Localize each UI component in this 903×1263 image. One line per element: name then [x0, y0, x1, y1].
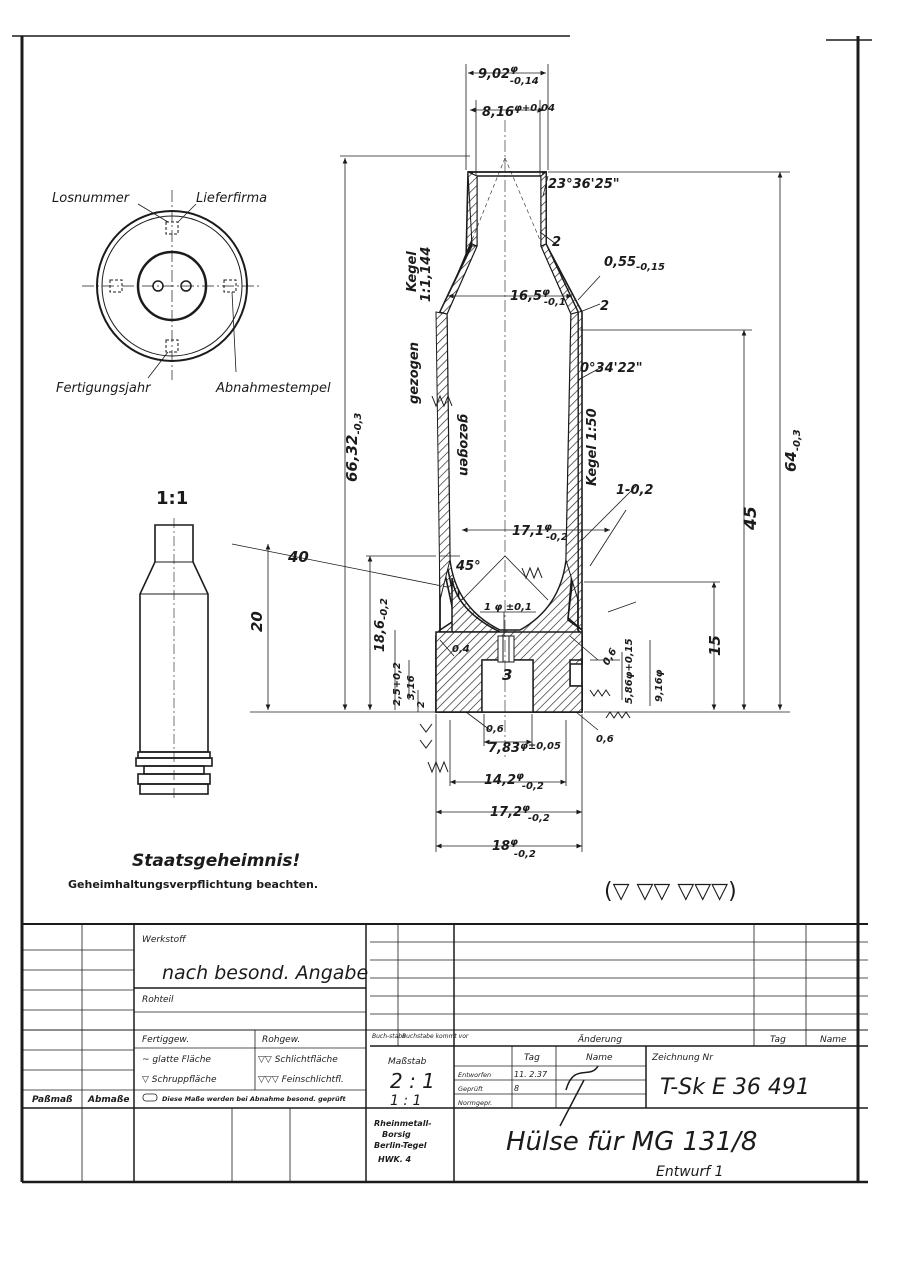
dim-phi-1: 1 φ ±0,1 [484, 602, 532, 613]
dim-2-5: 2,5+0,2 [392, 662, 403, 706]
dim-2: 2 [416, 701, 427, 708]
dim-angle-45: 45° [455, 559, 481, 574]
dim-0-6-b: 0,6 [596, 734, 614, 745]
dim-40: 40 [287, 548, 309, 566]
tag-column-label: Tag [524, 1053, 540, 1063]
entwurf-label: Entwurf 1 [656, 1164, 724, 1180]
dim-18: 18φ-0,2 [492, 837, 536, 860]
side-view-scale: 1:1 [156, 488, 188, 509]
dim-1-02: 1-0,2 [616, 483, 653, 498]
dim-20: 20 [248, 611, 266, 632]
buchstabe-kommt-label: Buchstabe kommt vor [402, 1033, 469, 1040]
dim-r2-top: 2 [552, 235, 561, 250]
signature [559, 1065, 599, 1127]
name-header: Name [820, 1035, 847, 1045]
drawing-frame [12, 35, 872, 1184]
geprueft-tag-value: 8 [514, 1084, 519, 1093]
drawing-title: Hülse für MG 131/8 [506, 1127, 757, 1157]
company-line-3: Berlin-Tegel [374, 1141, 427, 1150]
dim-0-6-c: 0,6 [601, 647, 619, 668]
label-gezogen-inner: gezogen [456, 414, 471, 476]
aenderung-label: Änderung [577, 1034, 622, 1045]
secrecy-subtitle: Geheimhaltungsverpflichtung beachten. [68, 878, 318, 891]
massstab-2-1: 2 : 1 [390, 1069, 435, 1093]
zeichnung-label: Zeichnung Nr [651, 1053, 714, 1063]
zeichnung-number: T-Sk E 36 491 [660, 1075, 810, 1100]
fertiggew-label: Fertiggew. [142, 1035, 189, 1045]
title-block-grid [22, 923, 868, 1182]
company-line-4: HWK. 4 [378, 1155, 412, 1164]
dim-5-86: 5,86φ+0,15 [624, 638, 635, 704]
dim-45: 45 [741, 506, 761, 531]
dim-66-32: 66,32-0,3 [343, 413, 364, 482]
dim-17-1: 17,1φ-0,2 [512, 522, 568, 543]
dim-r2-shoulder: 2 [600, 299, 609, 314]
dim-17-2: 17,2φ-0,2 [490, 803, 550, 824]
label-gezogen-left: gezogen [407, 342, 422, 404]
buchstabe-label: Buch-stabe [372, 1033, 406, 1040]
schruppflaeche: ▽ Schruppfläche [142, 1075, 217, 1085]
massstab-label: Maßstab [388, 1057, 427, 1067]
dim-9-16: 9,16φ [654, 669, 665, 702]
passmass-label: Paßmaß [32, 1095, 73, 1105]
rohteil-label: Rohteil [142, 995, 174, 1005]
glatte-flaeche: ~ glatte Fläche [142, 1055, 211, 1065]
tag-header: Tag [770, 1035, 786, 1045]
fertigungsjahr-label: Fertigungsjahr [56, 381, 152, 396]
cartridge-section [419, 120, 631, 774]
dim-3-16: 3,16 [406, 675, 417, 700]
losnummer-label: Losnummer [52, 191, 131, 206]
surface-symbols: (▽ ▽▽ ▽▽▽) [604, 879, 737, 904]
dim-0-4: 0,4 [452, 644, 470, 655]
company-line-2: Borsig [382, 1130, 411, 1139]
dim-15: 15 [706, 635, 724, 656]
dim-angle-body: 0°34'22" [580, 361, 642, 376]
top-dimension-lines [435, 64, 790, 852]
entworfen-label: Entworfen [458, 1071, 491, 1079]
feinschlichtflaeche: ▽▽▽ Feinschlichtfl. [258, 1075, 344, 1085]
werkstoff-value: nach besond. Angabe [162, 962, 368, 984]
schlichtflaeche: ▽▽ Schlichtfläche [258, 1055, 338, 1065]
massstab-1-1: 1 : 1 [390, 1093, 421, 1109]
abnahmestempel-label: Abnahmestempel [215, 381, 331, 396]
dim-18-6: 18,6-0,2 [373, 598, 390, 652]
lieferfirma-label: Lieferfirma [196, 191, 267, 206]
dim-64: 64-0,3 [782, 429, 803, 472]
dim-0-6-a: 0,6 [486, 724, 504, 735]
normgepr-label: Normgepr. [458, 1099, 492, 1107]
rohgew-label: Rohgew. [262, 1035, 300, 1045]
side-view [135, 518, 213, 800]
dim-3: 3 [502, 666, 512, 684]
dim-14-2: 14,2φ-0,2 [484, 771, 544, 792]
dim-angle-top: 23°36'25" [548, 177, 620, 192]
label-kegel-top: Kegel [405, 251, 420, 292]
dim-9-02: 9,02φ-0,14 [478, 64, 539, 87]
dim-7-83: 7,83φ±0,05 [488, 741, 561, 756]
label-kegel-body: Kegel 1:50 [585, 408, 600, 486]
label-kegel-top-ratio: 1:1,144 [419, 247, 434, 302]
left-dimension-lines [231, 155, 470, 713]
werkstoff-label: Werkstoff [142, 935, 187, 945]
dim-8-16: 8,16φ+0,04 [482, 103, 555, 120]
dim-0-55: 0,55-0,15 [604, 255, 665, 273]
name-column-label: Name [586, 1053, 613, 1063]
abnahme-note: Diese Maße werden bei Abnahme besond. ge… [162, 1095, 346, 1103]
secrecy-title: Staatsgeheimnis! [132, 851, 300, 871]
geprueft-label: Geprüft [458, 1085, 483, 1093]
dim-16-5: 16,5φ-0,1 [510, 287, 566, 308]
base-view: Losnummer Lieferfirma Fertigungsjahr Abn… [52, 190, 331, 396]
company-line-1: Rheinmetall- [374, 1119, 432, 1128]
abmasse-label: Abmaße [87, 1095, 129, 1105]
entworfen-tag-value: 11. 2.37 [514, 1070, 548, 1079]
